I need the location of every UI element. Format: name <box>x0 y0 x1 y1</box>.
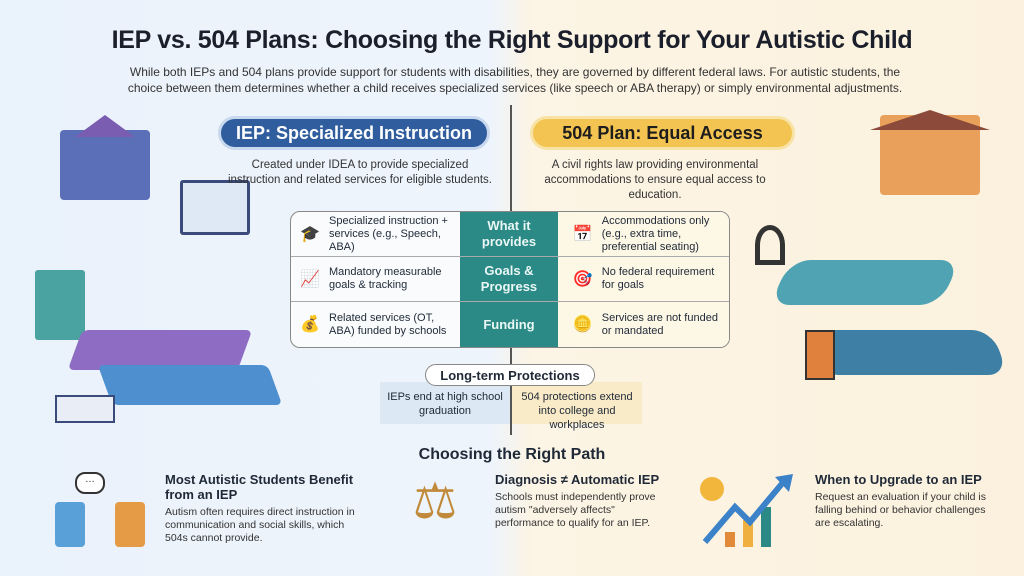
chart-up-icon: 📈 <box>300 270 320 288</box>
path-heading: Choosing the Right Path <box>418 446 606 463</box>
plan504-cell: Services are not funded or mandated <box>601 311 718 337</box>
category-cell: What it provides <box>460 212 558 256</box>
iep-cell: Mandatory measurable goals & tracking <box>329 266 442 291</box>
card-body: Schools must independently prove autism … <box>495 491 656 529</box>
calendar-pencil-icon: 📅 <box>572 225 593 243</box>
table-row: 💰 Related services (OT, ABA) funded by sc… <box>291 302 729 347</box>
scales-icon: ⚖ <box>412 473 458 529</box>
school-path-illustration-left <box>15 110 283 430</box>
iep-heading: IEP: Specialized Instruction <box>218 116 490 150</box>
page-title: IEP vs. 504 Plans: Choosing the Right Su… <box>111 26 913 54</box>
category-cell: Funding <box>460 302 558 347</box>
campus-path-illustration-right <box>750 110 1015 430</box>
path-card: ⚖ Diagnosis ≠ Automatic IEP Schools must … <box>385 472 675 560</box>
plan504-heading: 504 Plan: Equal Access <box>530 116 795 150</box>
iep-description: Created under IDEA to provide specialize… <box>227 159 492 186</box>
comparison-table: 🎓 Specialized instruction + services (e.g… <box>290 211 730 348</box>
money-bag-hand-icon: 💰 <box>300 316 320 333</box>
coin-hand-icon: 🪙 <box>572 316 593 333</box>
category-cell: Goals & Progress <box>460 257 558 301</box>
path-card: … Most Autistic Students Benefit from an… <box>45 472 365 560</box>
long-term-iep: IEPs end at high school graduation <box>380 382 510 424</box>
iep-cell: Specialized instruction + services (e.g.… <box>329 214 448 253</box>
conversation-icon: … <box>45 472 155 552</box>
long-term-504: 504 protections extend into college and … <box>512 382 642 431</box>
card-title: Diagnosis ≠ Automatic IEP <box>495 472 660 487</box>
plan504-description: A civil rights law providing environment… <box>544 159 766 201</box>
subtitle: While both IEPs and 504 plans provide su… <box>127 65 903 95</box>
card-title: When to Upgrade to an IEP <box>815 472 982 487</box>
graduation-group-icon: 🎓 <box>300 225 320 243</box>
plan504-cell: No federal requirement for goals <box>601 266 715 291</box>
path-card: When to Upgrade to an IEP Request an eval… <box>695 472 995 560</box>
card-body: Request an evaluation if your child is f… <box>815 491 987 529</box>
card-title: Most Autistic Students Benefit from an I… <box>165 472 354 502</box>
long-term-title: Long-term Protections <box>425 364 595 386</box>
rising-chart-icon <box>695 472 805 552</box>
table-row: 🎓 Specialized instruction + services (e.g… <box>291 212 729 257</box>
table-row: 📈 Mandatory measurable goals & tracking G… <box>291 257 729 302</box>
iep-cell: Related services (OT, ABA) funded by sch… <box>329 311 447 337</box>
card-body: Autism often requires direct instruction… <box>165 506 355 544</box>
target-icon: 🎯 <box>572 270 593 288</box>
plan504-cell: Accommodations only (e.g., extra time, p… <box>601 214 710 253</box>
